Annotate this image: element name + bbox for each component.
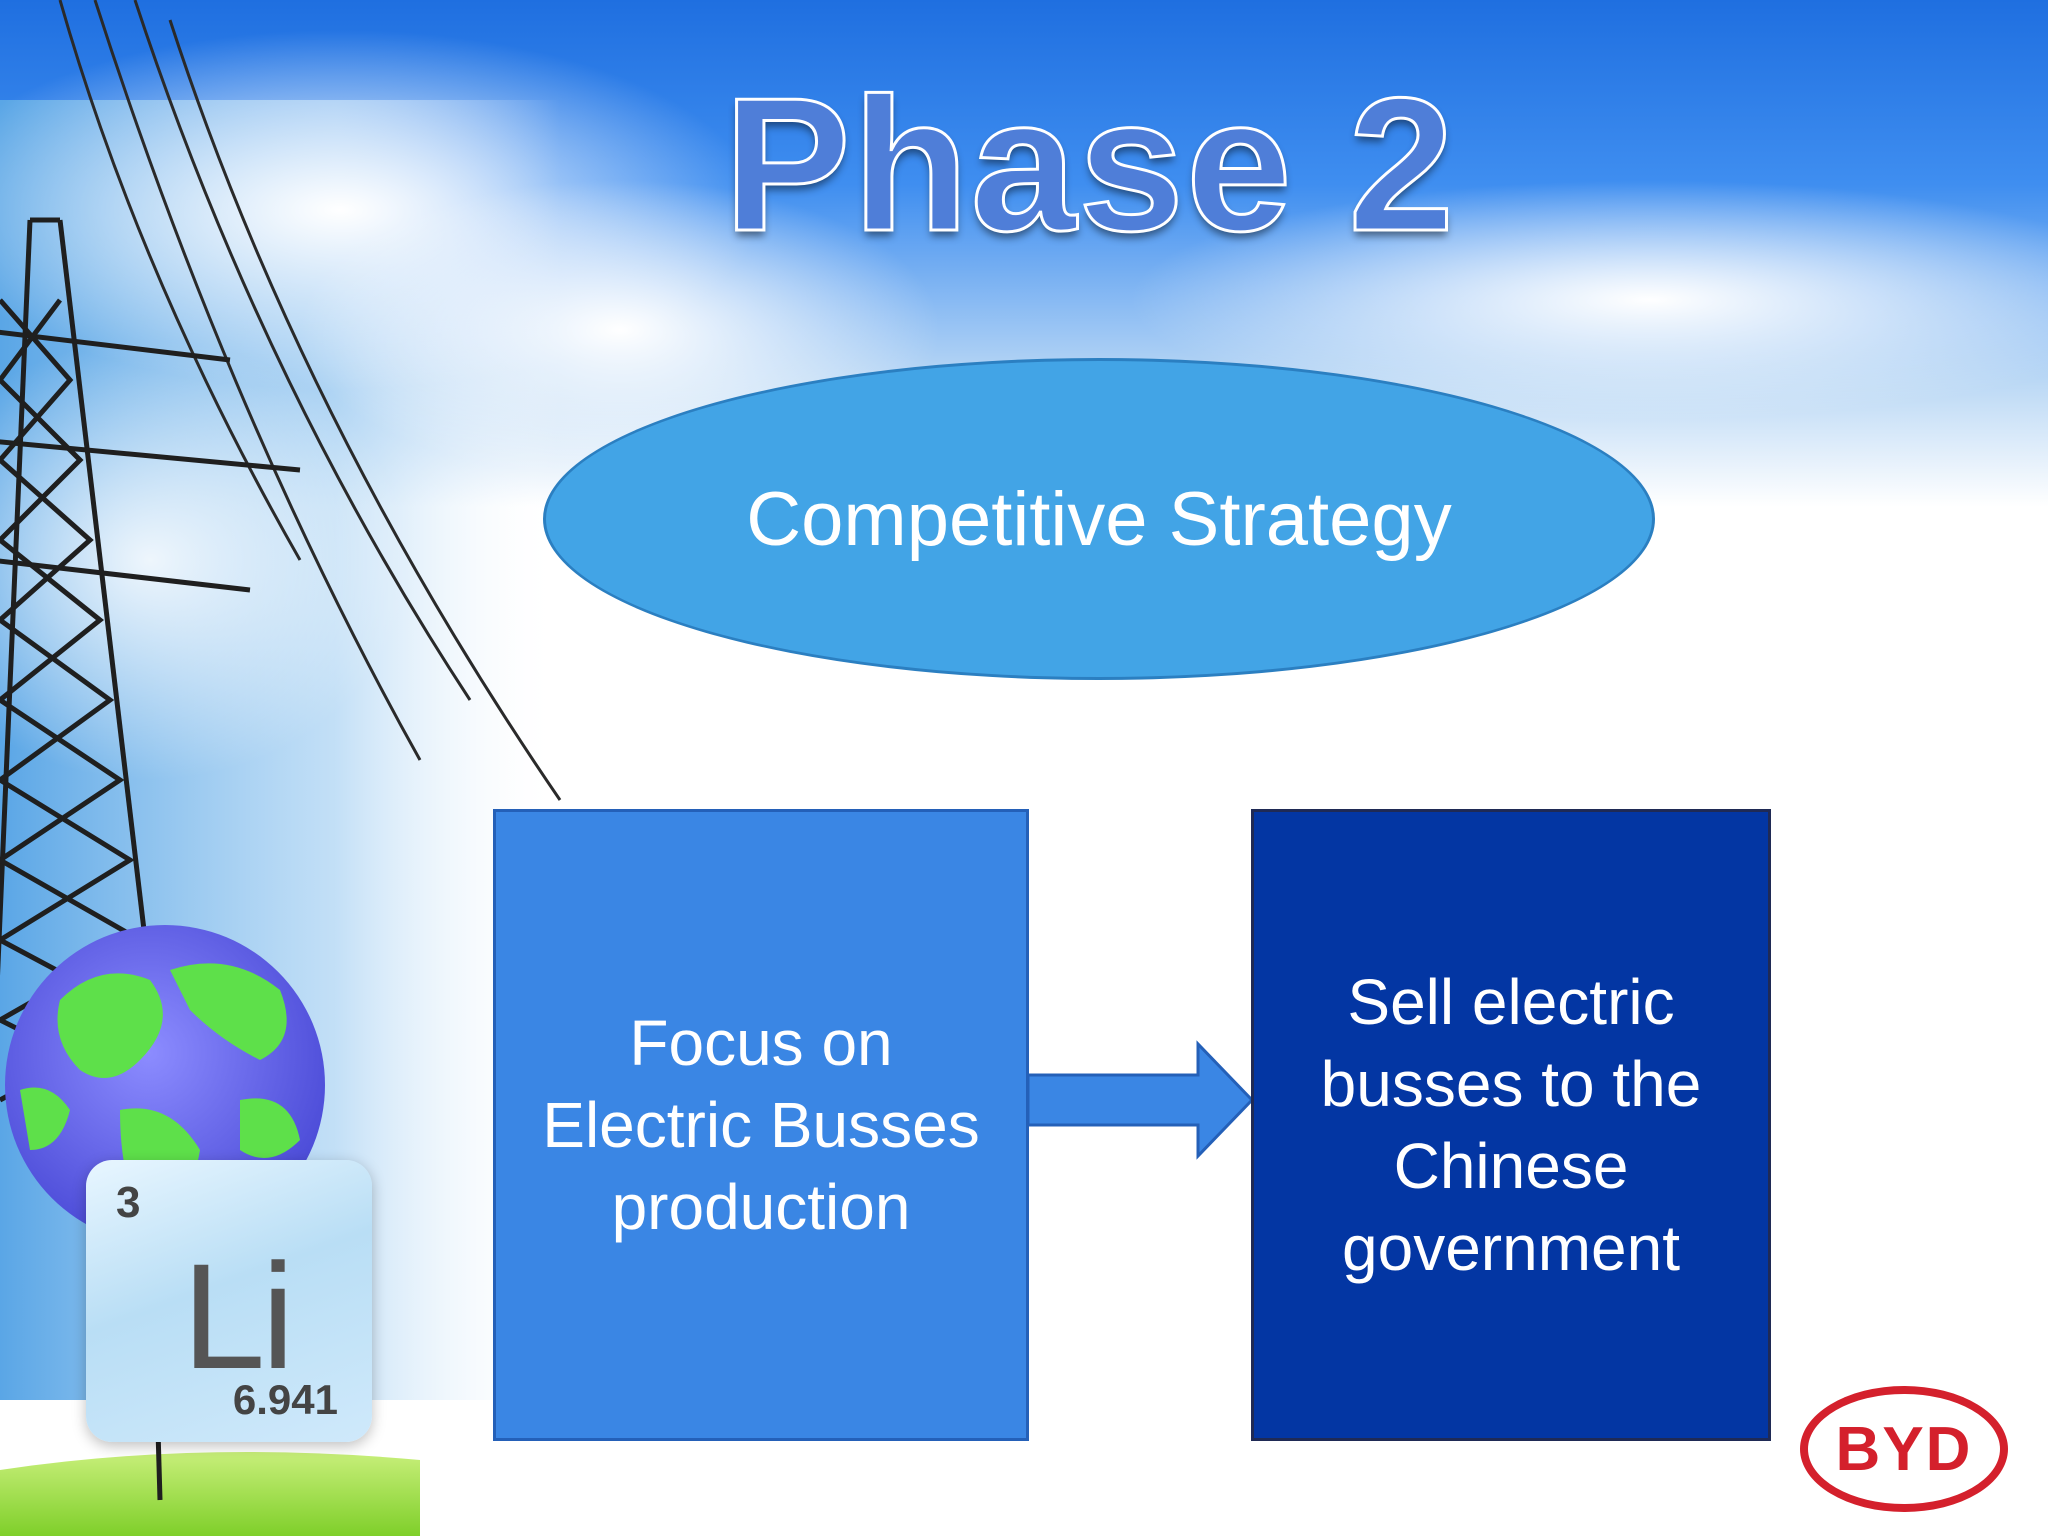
focus-box-text: Focus on Electric Busses production xyxy=(542,1007,980,1243)
atomic-mass: 6.941 xyxy=(232,1376,338,1423)
competitive-strategy-ellipse: Competitive Strategy xyxy=(543,358,1655,680)
byd-logo: BYD xyxy=(1800,1386,2008,1512)
element-symbol: Li xyxy=(182,1232,295,1400)
slide-title: Phase 2 xyxy=(722,59,1457,271)
byd-logo-text: BYD xyxy=(1835,1414,1973,1484)
lithium-element-tile: 3 Li 6.941 xyxy=(86,1160,372,1442)
competitive-strategy-label: Competitive Strategy xyxy=(746,476,1452,562)
right-arrow-icon xyxy=(1026,1040,1255,1160)
sell-box-text: Sell electric busses to the Chinese gove… xyxy=(1320,966,1702,1284)
sell-box: Sell electric busses to the Chinese gove… xyxy=(1251,809,1771,1441)
focus-box: Focus on Electric Busses production xyxy=(493,809,1029,1441)
atomic-number: 3 xyxy=(116,1178,141,1227)
